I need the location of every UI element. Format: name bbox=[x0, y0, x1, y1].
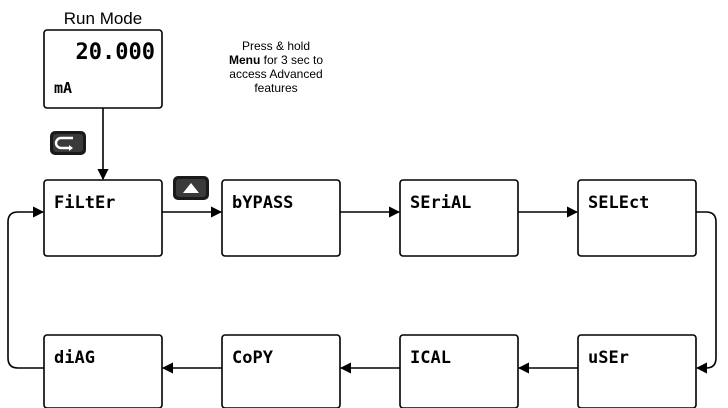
menu-bottom-row: diAG CoPY ICAL uSEr bbox=[43, 334, 697, 408]
menu-item-select[interactable] bbox=[577, 179, 697, 257]
run-mode-title: Run Mode bbox=[64, 9, 142, 28]
run-mode-unit: mA bbox=[54, 79, 72, 97]
note-line-2-rest: for 3 sec to bbox=[260, 53, 323, 67]
note-line-2: Menu for 3 sec to bbox=[229, 53, 323, 67]
menu-button-icon[interactable] bbox=[50, 131, 86, 155]
menu-item-select-label: SELEct bbox=[588, 193, 649, 213]
menu-item-filter-label: FiLtEr bbox=[54, 193, 115, 213]
menu-item-serial-label: SEriAL bbox=[410, 193, 471, 213]
menu-item-copy-label: CoPY bbox=[232, 348, 274, 368]
menu-item-bypass[interactable] bbox=[221, 179, 341, 257]
run-mode-value: 20.000 bbox=[76, 40, 155, 65]
note-line-1: Press & hold bbox=[242, 39, 310, 53]
menu-item-diag[interactable] bbox=[43, 334, 163, 408]
arrow-select-to-user bbox=[695, 211, 717, 374]
menu-item-user[interactable] bbox=[577, 334, 697, 408]
menu-item-ical-label: ICAL bbox=[410, 348, 451, 368]
menu-item-copy[interactable] bbox=[221, 334, 341, 408]
note-menu-word: Menu bbox=[229, 53, 260, 67]
menu-item-bypass-label: bYPASS bbox=[232, 193, 293, 213]
note-line-3: access Advanced bbox=[229, 67, 322, 81]
note-line-4: features bbox=[254, 81, 297, 95]
arrow-diag-to-filter bbox=[7, 206, 45, 369]
up-arrow-button-icon[interactable] bbox=[173, 176, 209, 200]
menu-item-filter[interactable] bbox=[43, 179, 163, 257]
menu-item-user-label: uSEr bbox=[588, 348, 629, 368]
menu-item-diag-label: diAG bbox=[54, 348, 95, 368]
menu-top-row: FiLtEr bYPASS SEriAL SELEct bbox=[43, 179, 697, 257]
menu-item-ical[interactable] bbox=[399, 334, 519, 408]
menu-item-serial[interactable] bbox=[399, 179, 519, 257]
